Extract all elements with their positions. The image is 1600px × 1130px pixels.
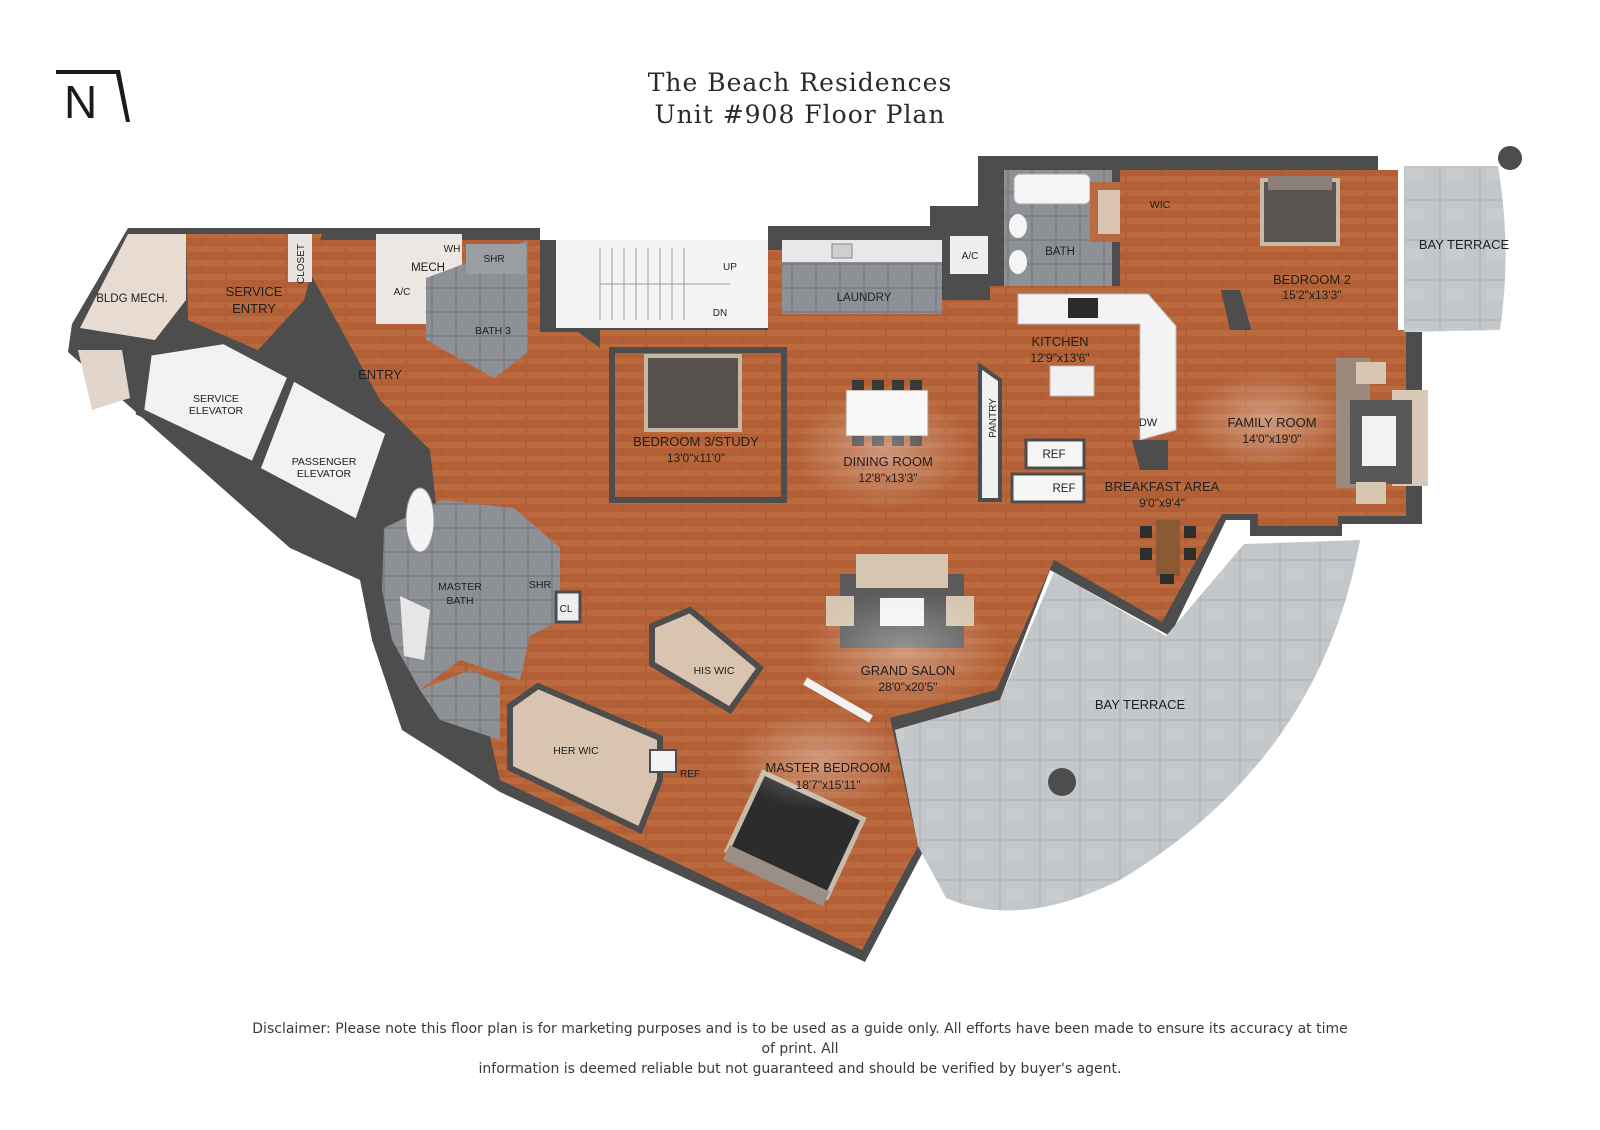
his-wic-room xyxy=(649,606,765,714)
label-master-bath-2: BATH xyxy=(446,595,473,607)
ac-right-room xyxy=(950,236,988,274)
plan-title: The Beach Residences xyxy=(647,68,953,97)
label-ref-1: REF xyxy=(1043,449,1066,461)
disclaimer: Disclaimer: Please note this floor plan … xyxy=(250,1019,1350,1079)
watermark-text: StellarMLS xyxy=(1500,556,1583,573)
label-dw: DW xyxy=(1139,417,1158,429)
passenger-elevator-shaft xyxy=(250,370,395,530)
ref-upper xyxy=(1024,438,1086,470)
north-logo-icon: N xyxy=(56,70,130,128)
label-pantry: PANTRY xyxy=(988,398,999,438)
label-his-wic: HIS WIC xyxy=(694,665,735,677)
label-bedroom3-dim: 13'0"x11'0" xyxy=(667,451,725,465)
label-master-bath-1: MASTER xyxy=(438,581,482,593)
label-mech: MECH xyxy=(411,262,445,274)
salon-sofa xyxy=(856,554,948,588)
her-wic-room xyxy=(507,682,663,835)
shr-top-room xyxy=(466,244,526,274)
label-shr-top: SHR xyxy=(483,254,504,265)
label-her-wic: HER WIC xyxy=(553,745,599,757)
label-family: FAMILY ROOM xyxy=(1227,415,1316,430)
label-cl: CL xyxy=(560,604,573,615)
bay-terrace-top xyxy=(1404,166,1506,332)
cl-closet xyxy=(554,590,582,624)
label-passenger-elevator-2: ELEVATOR xyxy=(297,468,352,480)
label-kitchen: KITCHEN xyxy=(1031,334,1088,349)
label-entry: ENTRY xyxy=(358,367,402,382)
label-shr-master: SHR xyxy=(529,579,552,591)
left-corridor xyxy=(78,350,130,410)
kitchen-counter xyxy=(1017,293,1177,441)
bay-terrace-main xyxy=(895,540,1360,911)
label-wic: WIC xyxy=(1150,199,1171,211)
closet-room xyxy=(288,234,312,282)
disclaimer-line-1: Disclaimer: Please note this floor plan … xyxy=(252,1021,1348,1057)
label-breakfast-dim: 9'0"x9'4" xyxy=(1139,496,1185,510)
label-bldg-mech: BLDG MECH. xyxy=(96,293,168,305)
label-bay-terrace-main: BAY TERRACE xyxy=(1095,697,1186,712)
ref-lower xyxy=(1010,472,1086,504)
label-bedroom2: BEDROOM 2 xyxy=(1273,272,1351,287)
bath3-room xyxy=(426,240,528,378)
label-grand-salon: GRAND SALON xyxy=(861,663,956,678)
label-grand-salon-dim: 28'0"x20'5" xyxy=(878,680,937,694)
label-kitchen-dim: 12'9"x13'6" xyxy=(1030,351,1089,365)
breakfast-table xyxy=(1156,520,1180,576)
label-family-dim: 14'0"x19'0" xyxy=(1242,432,1301,446)
label-bay-terrace-top: BAY TERRACE xyxy=(1419,237,1510,252)
pantry-room xyxy=(978,362,1002,502)
label-laundry: LAUNDRY xyxy=(837,292,892,304)
label-service-entry-1: SERVICE xyxy=(226,284,283,299)
label-service-elevator-1: SERVICE xyxy=(193,393,239,405)
label-ac-right: A/C xyxy=(962,251,979,262)
plan-subtitle: Unit #908 Floor Plan xyxy=(654,100,946,129)
bldg-mech-room xyxy=(80,234,186,340)
label-master-bedroom: MASTER BEDROOM xyxy=(766,760,891,775)
label-ref-2: REF xyxy=(1053,483,1076,495)
label-bedroom3: BEDROOM 3/STUDY xyxy=(633,434,759,449)
label-ref-3: REF xyxy=(680,769,700,780)
label-passenger-elevator-1: PASSENGER xyxy=(292,456,357,468)
master-wc xyxy=(420,670,500,740)
north-letter: N xyxy=(64,76,97,128)
label-service-elevator-2: ELEVATOR xyxy=(189,405,244,417)
label-wh: WH xyxy=(444,244,461,255)
label-service-entry-2: ENTRY xyxy=(232,301,276,316)
label-dining-dim: 12'8"x13'3" xyxy=(858,471,917,485)
her-wic-ref xyxy=(649,749,677,773)
label-dining: DINING ROOM xyxy=(843,454,933,469)
bedroom3-bed xyxy=(644,354,742,432)
label-up: UP xyxy=(723,262,737,273)
label-bedroom2-dim: 15'2"x13'3" xyxy=(1282,288,1341,302)
label-master-bedroom-dim: 18'7"x15'11" xyxy=(796,778,861,792)
kitchen-island xyxy=(1049,365,1095,397)
label-breakfast: BREAKFAST AREA xyxy=(1105,479,1220,494)
label-dn: DN xyxy=(713,308,727,319)
label-bath3: BATH 3 xyxy=(475,325,511,337)
label-ac-left: A/C xyxy=(394,287,411,298)
disclaimer-line-2: information is deemed reliable but not g… xyxy=(478,1061,1122,1077)
label-bath: BATH xyxy=(1045,246,1075,258)
label-closet: CLOSET xyxy=(296,244,307,284)
